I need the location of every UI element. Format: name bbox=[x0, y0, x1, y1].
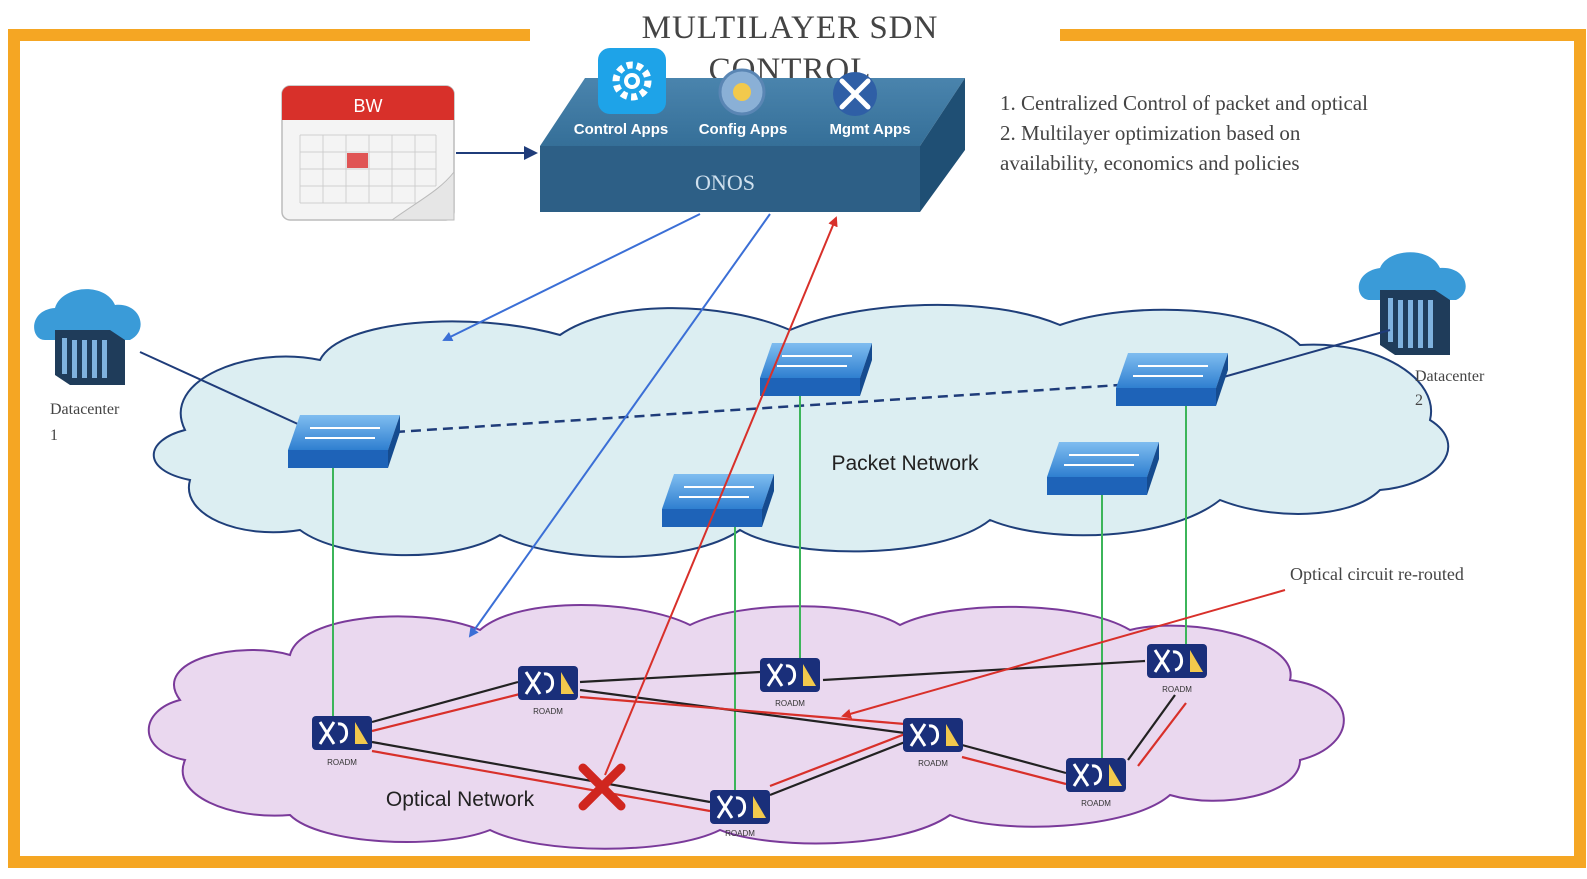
control-apps-icon[interactable] bbox=[598, 48, 666, 114]
roadm-6[interactable]: ROADM bbox=[1066, 758, 1126, 808]
roadm-5-label: ROADM bbox=[918, 759, 948, 768]
note-line-2: 2. Multilayer optimization based on bbox=[1000, 121, 1301, 145]
roadm-2-label: ROADM bbox=[533, 707, 563, 716]
roadm-2[interactable]: ROADM bbox=[518, 666, 578, 716]
config-apps-icon[interactable] bbox=[718, 68, 766, 116]
orange-frame bbox=[8, 29, 1586, 868]
packet-network-label: Packet Network bbox=[831, 452, 979, 475]
mgmt-apps-icon[interactable] bbox=[833, 72, 877, 116]
note-line-3: availability, economics and policies bbox=[1000, 151, 1300, 175]
datacenter-1-number: 1 bbox=[50, 427, 58, 444]
packet-switch-1[interactable] bbox=[288, 415, 400, 468]
optical-fiber-links bbox=[371, 659, 1176, 804]
roadm-4-label: ROADM bbox=[1162, 685, 1192, 694]
datacenter-2-icon bbox=[1358, 252, 1466, 355]
control-arrow-to-packet bbox=[442, 213, 701, 341]
failure-notification-arrow bbox=[604, 216, 838, 776]
rerouted-optical-path bbox=[371, 692, 1187, 813]
datacenter-2-label: Datacenter bbox=[1415, 368, 1485, 385]
packet-switch-4[interactable] bbox=[662, 474, 774, 527]
roadm-7[interactable]: ROADM bbox=[710, 790, 770, 838]
diagram-title-line1: MULTILAYER SDN bbox=[642, 10, 939, 46]
bandwidth-calendar-icon: BW bbox=[281, 85, 455, 221]
reroute-label: Optical circuit re-routed bbox=[1290, 564, 1464, 584]
reroute-callout-arrow bbox=[841, 589, 1286, 719]
roadm-4[interactable]: ROADM bbox=[1147, 644, 1207, 694]
roadm-3-label: ROADM bbox=[775, 699, 805, 708]
cross-layer-links bbox=[332, 396, 1187, 792]
mgmt-apps-label: Mgmt Apps bbox=[829, 121, 910, 138]
roadm-5[interactable]: ROADM bbox=[903, 718, 963, 768]
datacenter-1-icon bbox=[34, 289, 141, 385]
control-apps-label: Control Apps bbox=[574, 121, 668, 138]
note-line-1: 1. Centralized Control of packet and opt… bbox=[1000, 91, 1368, 115]
config-apps-label: Config Apps bbox=[699, 121, 788, 138]
roadm-1-label: ROADM bbox=[327, 758, 357, 767]
packet-switch-2[interactable] bbox=[760, 343, 872, 396]
roadm-7-label: ROADM bbox=[725, 829, 755, 838]
control-arrow-to-optical bbox=[468, 213, 771, 638]
datacenter-2-number: 2 bbox=[1415, 392, 1423, 409]
link-failure-icon bbox=[578, 763, 626, 811]
roadm-1[interactable]: ROADM bbox=[312, 716, 372, 767]
dc2-access-link bbox=[1219, 329, 1391, 379]
packet-switch-3[interactable] bbox=[1116, 353, 1228, 406]
controller-name: ONOS bbox=[695, 170, 755, 195]
roadm-6-label: ROADM bbox=[1081, 799, 1111, 808]
datacenter-1-label: Datacenter bbox=[50, 401, 120, 418]
calendar-label: BW bbox=[354, 96, 383, 116]
packet-switch-5[interactable] bbox=[1047, 442, 1159, 495]
optical-network-label: Optical Network bbox=[386, 788, 535, 811]
packet-path-dashed bbox=[394, 383, 1121, 434]
roadm-3[interactable]: ROADM bbox=[760, 658, 820, 708]
dc1-access-link bbox=[139, 351, 301, 426]
